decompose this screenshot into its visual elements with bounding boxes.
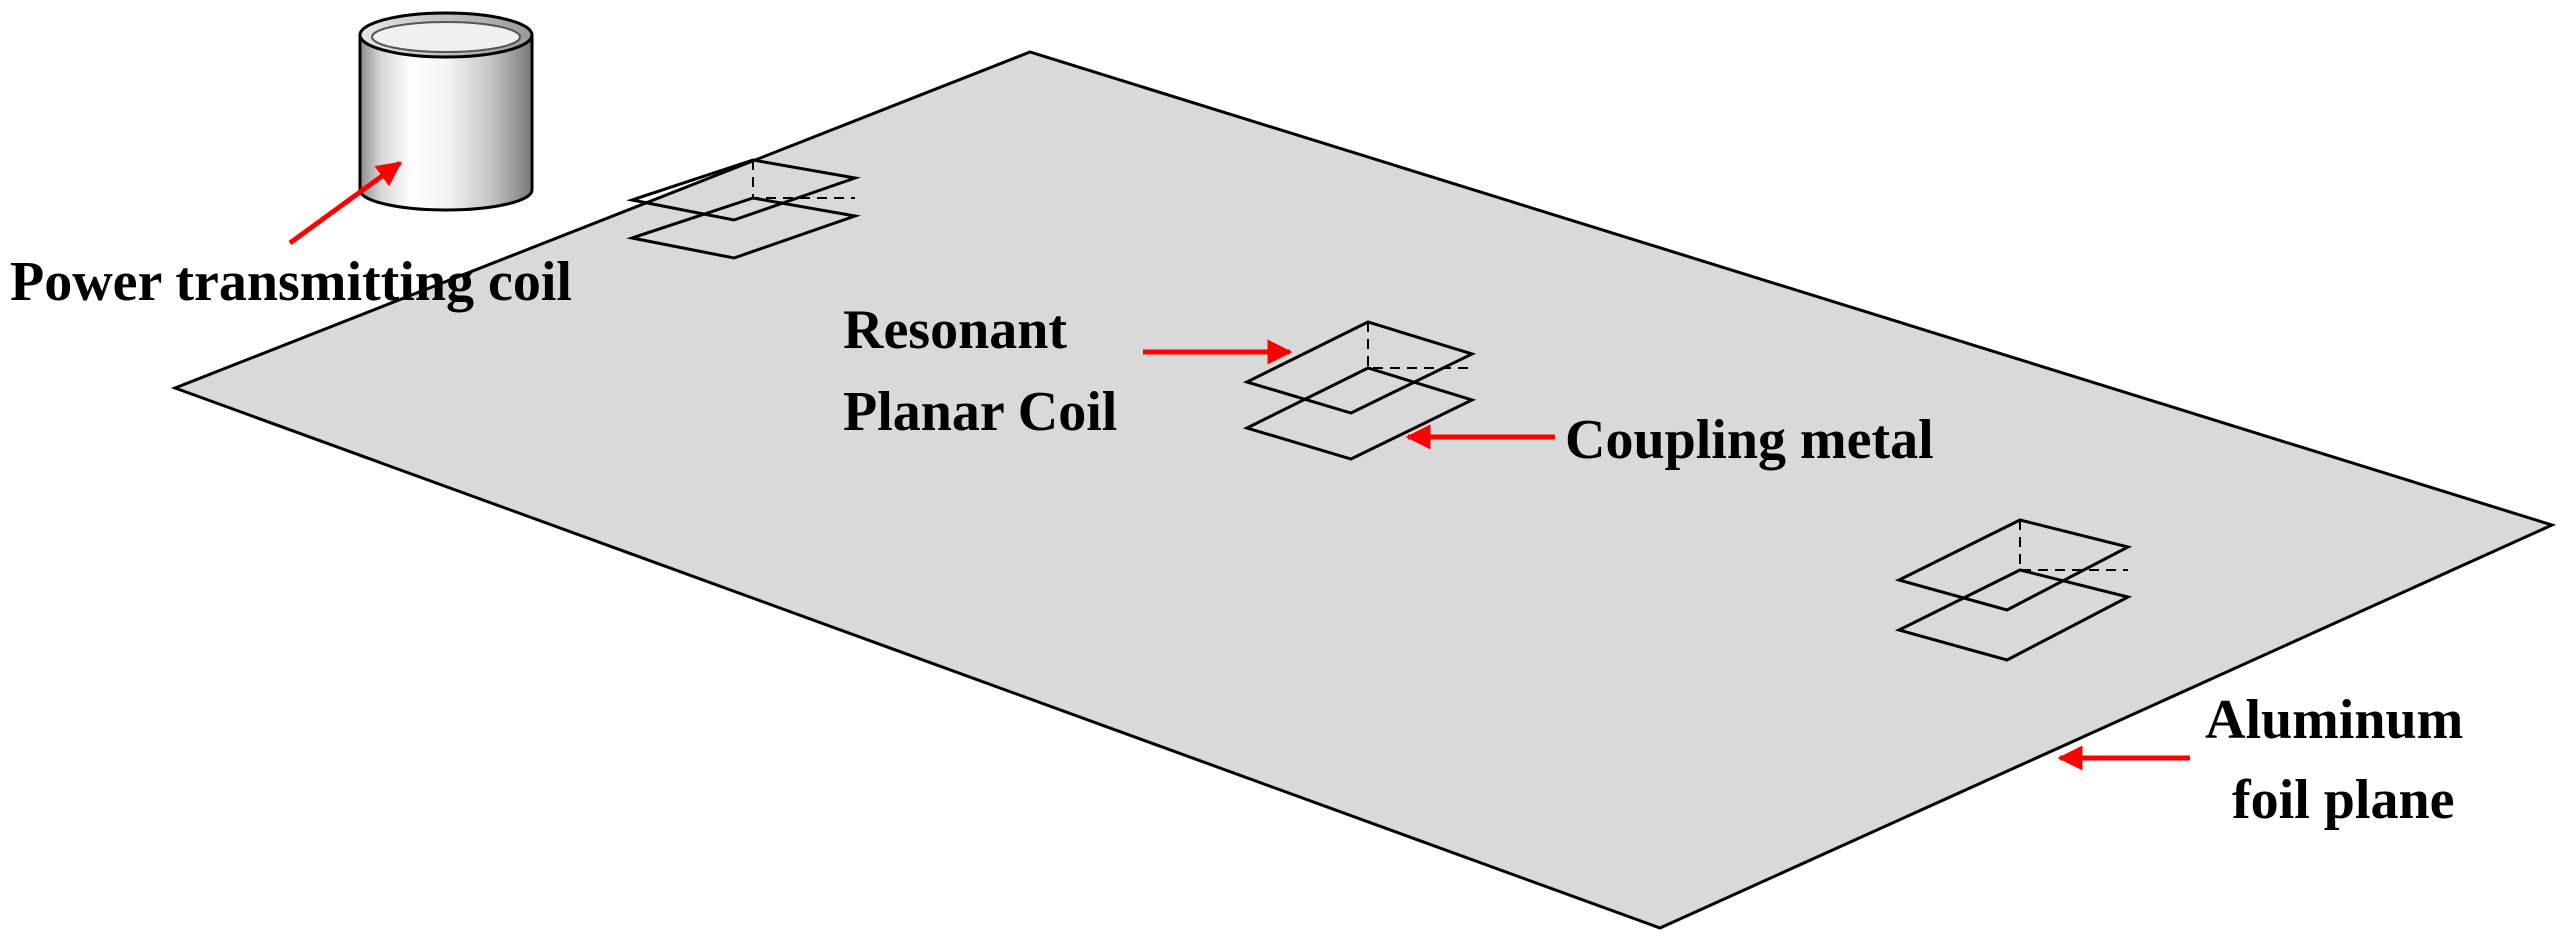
coil-pair-center [1242, 320, 1477, 461]
label-aluminum-line1: Aluminum [2205, 689, 2463, 751]
coupling-metal-center [1242, 366, 1477, 461]
power-transmitting-coil [358, 11, 534, 212]
label-coupling-metal: Coupling metal [1565, 409, 1934, 471]
coupling-metal-right [1894, 568, 2133, 662]
resonant-planar-coil-right [1894, 518, 2133, 612]
label-resonant-line2: Planar Coil [843, 381, 1117, 443]
resonant-planar-coil-center [1242, 320, 1477, 415]
coil-pair-left [626, 158, 861, 260]
arrow-power-transmitting-coil [288, 160, 403, 246]
label-power-transmitting-coil: Power transmitting coil [10, 251, 572, 313]
label-resonant-line1: Resonant [843, 299, 1067, 361]
resonant-planar-coil-left [626, 158, 861, 222]
coil-pair-right [1894, 518, 2133, 662]
label-aluminum-line2: foil plane [2232, 769, 2454, 831]
coupling-metal-left [626, 196, 861, 260]
